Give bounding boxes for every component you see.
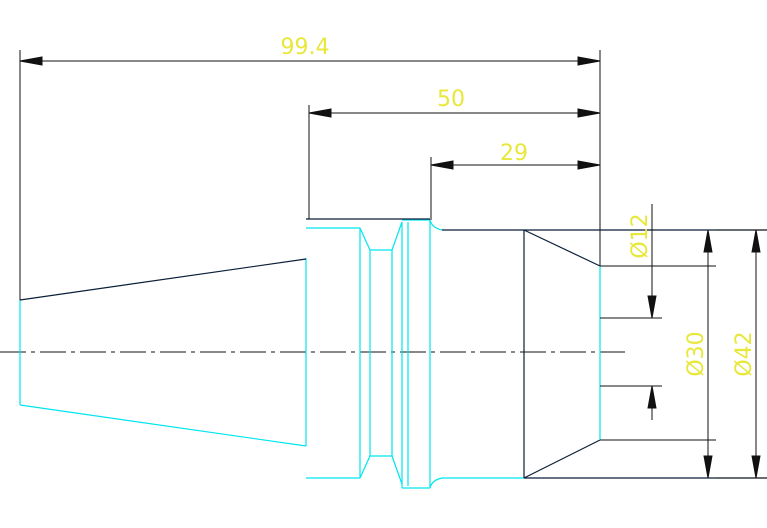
dimension-lines bbox=[19, 50, 767, 479]
dim-outer-dia: Ø42 bbox=[732, 331, 757, 376]
dim-shank-length: 50 bbox=[437, 87, 465, 112]
dim-bore-depth: 29 bbox=[500, 141, 528, 166]
dim-overall-length: 99.4 bbox=[281, 35, 330, 60]
flange-section bbox=[306, 219, 524, 489]
main-body bbox=[306, 218, 767, 479]
taper-section bbox=[19, 258, 307, 447]
taper-top-edge bbox=[19, 258, 307, 301]
dim-bore-dia-small: Ø12 bbox=[628, 213, 653, 258]
dim-bore-dia-mid: Ø30 bbox=[684, 331, 709, 376]
